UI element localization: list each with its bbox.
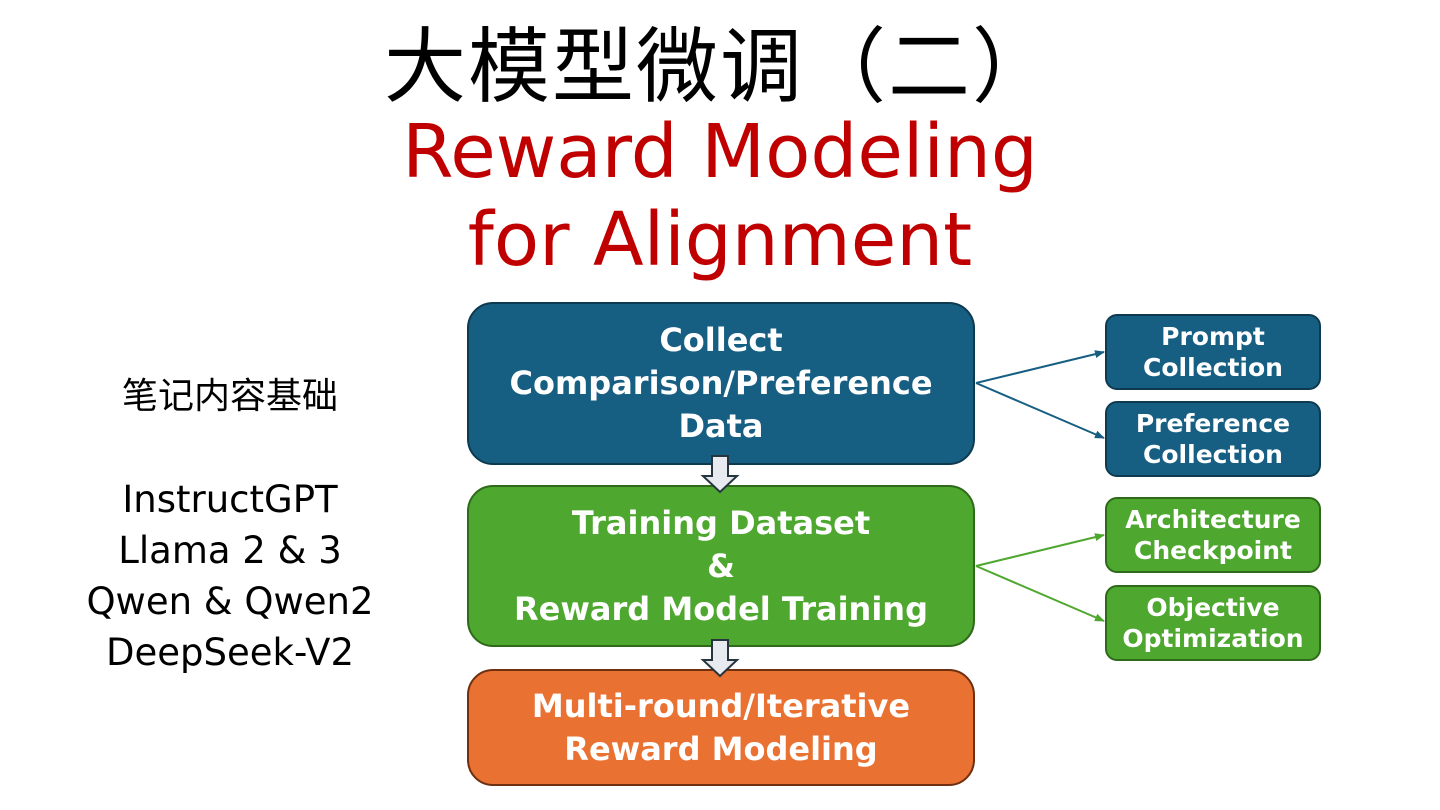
step-line: Reward Model Training: [514, 589, 928, 628]
branch-line: Architecture: [1125, 505, 1301, 534]
branch-prompt-collection: Prompt Collection: [1105, 314, 1321, 390]
branch-line: Checkpoint: [1134, 536, 1292, 565]
branch-objective-optimization: Objective Optimization: [1105, 585, 1321, 661]
branch-line: Objective: [1146, 593, 1280, 622]
step-line: Multi-round/Iterative: [531, 686, 911, 725]
title-chinese: 大模型微调（二）: [383, 20, 1056, 115]
model-item: Qwen & Qwen2: [86, 580, 374, 623]
step-line: Comparison/Preference: [509, 364, 933, 402]
branch-line: Optimization: [1122, 624, 1304, 653]
step-line: &: [707, 546, 735, 585]
branch-arrows-blue: [975, 350, 1105, 439]
branch-arrows-green: [975, 533, 1105, 622]
branch-line: Collection: [1143, 353, 1283, 382]
notes-heading: 笔记内容基础: [121, 376, 338, 417]
step-line: Data: [678, 407, 764, 445]
model-item: Llama 2 & 3: [118, 529, 342, 572]
model-item: InstructGPT: [122, 478, 338, 521]
step-line: Collect: [659, 321, 783, 359]
step-line: Training Dataset: [571, 503, 871, 542]
branch-architecture-checkpoint: Architecture Checkpoint: [1105, 497, 1321, 573]
step-training: Training Dataset & Reward Model Training: [467, 485, 975, 647]
branch-line: Prompt: [1161, 322, 1265, 351]
branch-preference-collection: Preference Collection: [1105, 401, 1321, 477]
step-collect-data: Collect Comparison/Preference Data: [467, 302, 975, 465]
title-english-line2: for Alignment: [467, 197, 973, 283]
title-english-line1: Reward Modeling: [402, 109, 1038, 195]
branch-line: Preference: [1135, 409, 1291, 438]
step-iterative: Multi-round/Iterative Reward Modeling: [467, 669, 975, 786]
branch-line: Collection: [1143, 440, 1283, 469]
step-line: Reward Modeling: [564, 729, 878, 768]
model-list: InstructGPT Llama 2 & 3 Qwen & Qwen2 Dee…: [50, 474, 410, 678]
model-item: DeepSeek-V2: [106, 631, 354, 674]
